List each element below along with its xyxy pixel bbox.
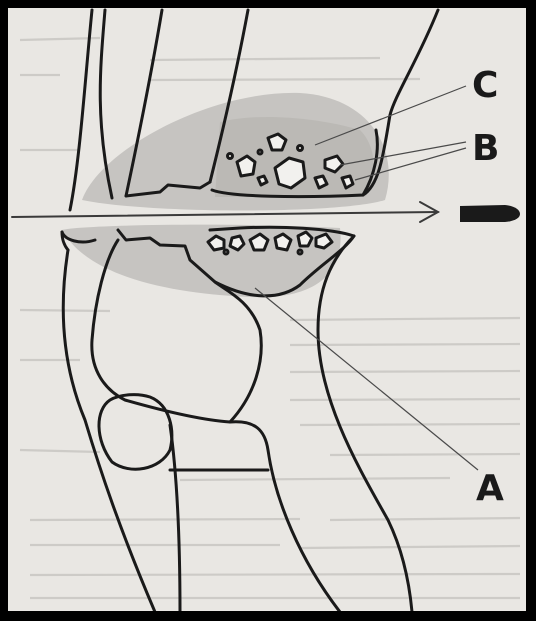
limb-outer-contour-left: [70, 10, 92, 210]
tibia-left-edge: [63, 250, 155, 611]
shin-bone-left: [170, 425, 180, 611]
label-c: C: [472, 65, 498, 106]
shin-bone-right: [230, 422, 340, 611]
fibula-head: [99, 395, 172, 470]
leader-line-a: [255, 288, 478, 470]
bullet-icon: [460, 205, 520, 222]
label-a: A: [476, 468, 504, 509]
knee-wound-diagram: C B A: [8, 8, 526, 611]
label-b: B: [472, 128, 499, 169]
illustration-page: C B A: [8, 8, 526, 611]
